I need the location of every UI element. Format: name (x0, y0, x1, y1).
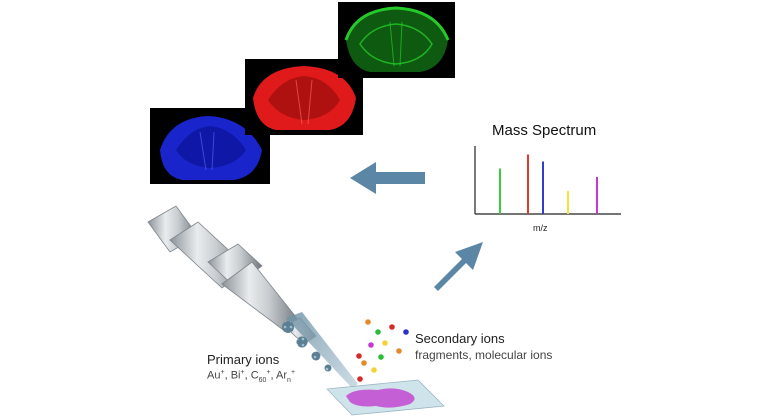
mass-spectrum-xlabel: m/z (533, 223, 548, 233)
primary-ion-cluster (296, 336, 308, 348)
secondary-ions-title: Secondary ions (415, 331, 505, 346)
ion-image-red (245, 59, 363, 135)
secondary-ion-dot (378, 354, 384, 360)
secondary-ion-particles (356, 319, 409, 382)
tissue-section (346, 388, 415, 408)
secondary-ion-dot (368, 342, 374, 348)
primary-beam (286, 312, 358, 388)
primary-ion-cluster (311, 351, 321, 361)
primary-ions-list: Au+, Bi+, C60+, Arn+ (207, 369, 296, 384)
ion-gun (147, 205, 317, 345)
secondary-ions-subtitle: fragments, molecular ions (415, 348, 553, 362)
secondary-ion-dot (371, 367, 377, 373)
secondary-ion-dot (403, 329, 409, 335)
arrow-to-images-icon (350, 162, 425, 194)
primary-ion-cluster (282, 321, 294, 333)
secondary-ion-dot (365, 319, 371, 325)
secondary-ion-dot (361, 360, 367, 366)
primary-ions-title: Primary ions (207, 352, 280, 367)
ion-image-green (338, 2, 455, 78)
arrow-to-spectrum-icon (434, 242, 483, 291)
ms-peaks (499, 154, 598, 214)
primary-ion-cluster (324, 364, 332, 372)
secondary-ion-dot (382, 340, 388, 346)
secondary-ion-dot (389, 324, 395, 330)
secondary-ion-dot (357, 376, 363, 382)
secondary-ion-dot (396, 348, 402, 354)
secondary-ion-dot (375, 329, 381, 335)
mass-spectrum-title: Mass Spectrum (492, 122, 597, 139)
secondary-ion-dot (356, 353, 362, 359)
